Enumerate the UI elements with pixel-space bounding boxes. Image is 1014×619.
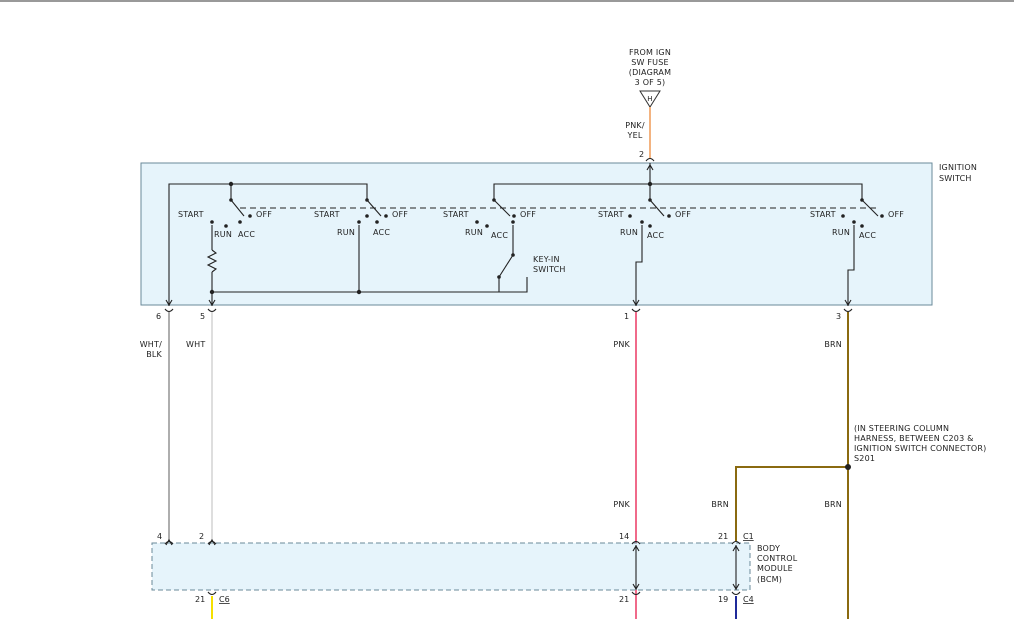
switch-output-pins: 6 5 1 3 <box>156 308 853 321</box>
pin-2-connector <box>645 157 655 162</box>
s1-off-label: OFF <box>256 210 272 219</box>
ignition-switch-title-2: SWITCH <box>939 174 972 183</box>
bcm-pin-14: 14 <box>619 532 629 541</box>
pin-6-label: 6 <box>156 312 161 321</box>
source-line-3: (DIAGRAM <box>629 68 671 77</box>
bcm-title-4: (BCM) <box>757 575 782 584</box>
s5-run-label: RUN <box>832 228 850 237</box>
wire-label-pnk-upper: PNK <box>613 340 630 349</box>
bcm-pin-19: 19 <box>718 595 728 604</box>
bcm-title-3: MODULE <box>757 564 793 573</box>
pin-5-label: 5 <box>200 312 205 321</box>
bcm-pin-2: 2 <box>199 532 204 541</box>
wire-label-brn-upper: BRN <box>824 340 842 349</box>
switch-internal-wiring <box>168 163 879 306</box>
key-in-line-1: KEY-IN <box>533 255 560 264</box>
wire-label-wht: WHT <box>186 340 205 349</box>
source-connector-triangle: H <box>639 90 661 108</box>
s5-acc-label: ACC <box>859 231 876 240</box>
bcm-top-pins: 4 2 14 21 C1 <box>157 532 754 545</box>
s4-off-label: OFF <box>675 210 691 219</box>
s4-run-label: RUN <box>620 228 638 237</box>
wire-label-brn-lower: BRN <box>824 500 842 509</box>
switch-3-labels: START OFF RUN ACC <box>443 210 536 240</box>
s2-start-label: START <box>314 210 340 219</box>
s2-run-label: RUN <box>337 228 355 237</box>
switch-2-labels: START OFF RUN ACC <box>314 210 408 237</box>
s3-acc-label: ACC <box>491 231 508 240</box>
pin-1-label: 1 <box>624 312 629 321</box>
bcm-title-2: CONTROL <box>757 554 798 563</box>
splice-note: (IN STEERING COLUMN HARNESS, BETWEEN C20… <box>854 424 986 463</box>
bcm-pin-21-bottom: 21 <box>619 595 629 604</box>
switch-output-arrows <box>165 163 852 307</box>
bcm-connector-c4: C4 <box>743 595 754 604</box>
wire-label-wht-blk-2: BLK <box>146 350 162 359</box>
s5-start-label: START <box>810 210 836 219</box>
bcm-pin-21-c6: 21 <box>195 595 205 604</box>
splice-id: S201 <box>854 454 875 463</box>
source-connector-letter: H <box>647 95 652 103</box>
bcm-connector-c1: C1 <box>743 532 754 541</box>
s5-off-label: OFF <box>888 210 904 219</box>
splice-note-line-3: IGNITION SWITCH CONNECTOR) <box>854 444 986 453</box>
source-line-1: FROM IGN <box>629 48 671 57</box>
wire-label-brn-branch: BRN <box>711 500 729 509</box>
source-line-4: 3 OF 5) <box>635 78 666 87</box>
ignition-switch-title-1: IGNITION <box>939 163 977 172</box>
source-fuse-label: FROM IGN SW FUSE (DIAGRAM 3 OF 5) <box>629 48 671 87</box>
key-in-switch-label: KEY-IN SWITCH <box>533 255 566 274</box>
s1-start-label: START <box>178 210 204 219</box>
pin-3-label: 3 <box>836 312 841 321</box>
wire-brn-branch <box>735 466 848 541</box>
wire-label-pnk-lower: PNK <box>613 500 630 509</box>
wire-label-pnk-yel-1: PNK/ <box>625 121 645 130</box>
switch-5-labels: START OFF RUN ACC <box>810 210 904 240</box>
s1-run-label: RUN <box>214 230 232 239</box>
s2-off-label: OFF <box>392 210 408 219</box>
s1-acc-label: ACC <box>238 230 255 239</box>
splice-s201-dot <box>845 464 851 470</box>
switch-input-pin: 2 <box>639 150 644 159</box>
bcm-internal-wiring <box>165 538 740 591</box>
s4-start-label: START <box>598 210 624 219</box>
bcm-connector-c6: C6 <box>219 595 230 604</box>
bcm-title-1: BODY <box>757 544 780 553</box>
splice-note-line-1: (IN STEERING COLUMN <box>854 424 949 433</box>
s3-off-label: OFF <box>520 210 536 219</box>
switch-1-labels: START OFF RUN ACC <box>178 210 272 239</box>
switch-4-labels: START OFF RUN ACC <box>598 210 691 240</box>
s2-acc-label: ACC <box>373 228 390 237</box>
source-line-2: SW FUSE <box>631 58 669 67</box>
bcm-box <box>151 542 751 591</box>
wire-label-pnk-yel-2: YEL <box>627 131 643 140</box>
switch-contacts <box>209 181 884 295</box>
wire-label-wht-blk-1: WHT/ <box>140 340 162 349</box>
s3-start-label: START <box>443 210 469 219</box>
bcm-pin-4: 4 <box>157 532 162 541</box>
s3-run-label: RUN <box>465 228 483 237</box>
ignition-switch-box <box>140 162 933 306</box>
bcm-pin-21-top: 21 <box>718 532 728 541</box>
s4-acc-label: ACC <box>647 231 664 240</box>
bcm-bottom-pins: 21 C6 21 19 C4 <box>195 591 754 604</box>
splice-note-line-2: HARNESS, BETWEEN C203 & <box>854 434 974 443</box>
key-in-line-2: SWITCH <box>533 265 566 274</box>
